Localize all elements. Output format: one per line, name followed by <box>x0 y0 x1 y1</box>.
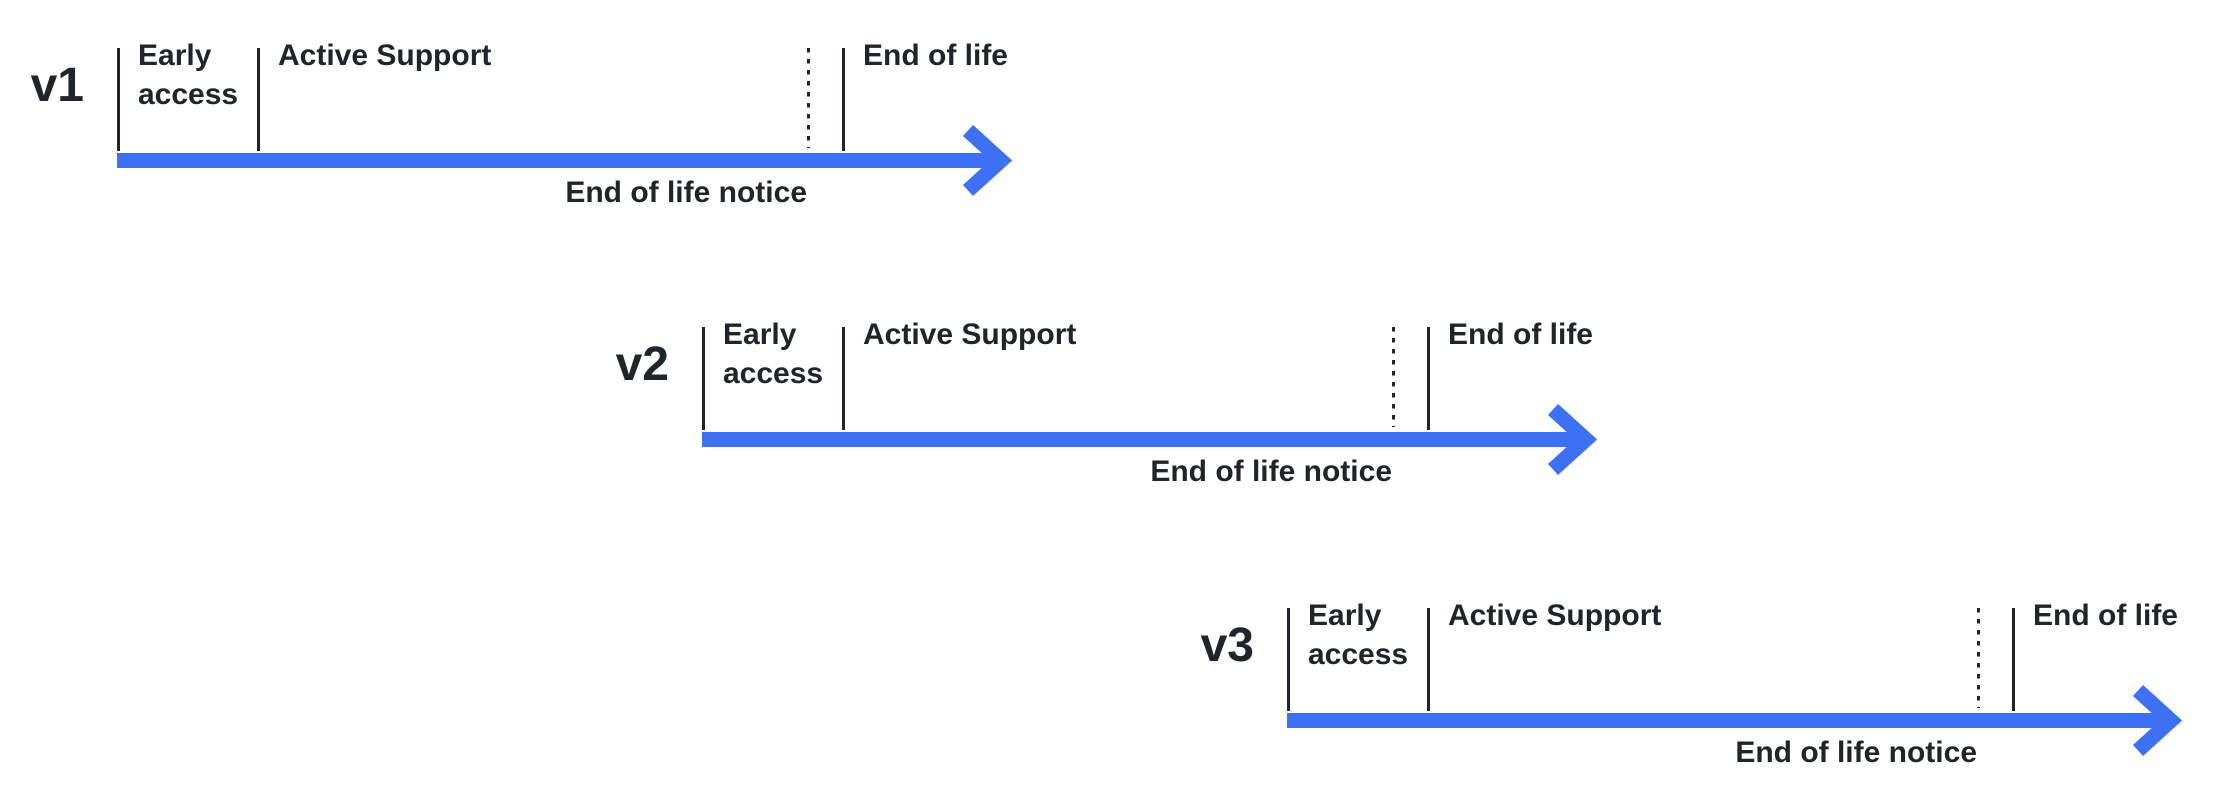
timeline-arrow-icon <box>117 48 1013 197</box>
active-support-label: Active Support <box>863 318 1077 351</box>
active-support-label: Active Support <box>278 39 492 72</box>
early-access-label: Early access <box>1308 599 1409 671</box>
arrow-head <box>962 124 1013 197</box>
early-access-label: Early access <box>138 39 239 111</box>
version-label: v2 <box>615 338 669 391</box>
active-support-label: Active Support <box>1448 599 1662 632</box>
version-label: v3 <box>1200 619 1254 672</box>
arrow-head <box>1547 403 1598 476</box>
timeline-v2: v2 Early access Active Support End of li… <box>616 318 1712 527</box>
timeline-arrow-icon <box>702 327 1598 476</box>
end-of-life-label: End of life <box>1448 318 1593 351</box>
end-of-life-notice-label: End of life notice <box>1735 736 1977 769</box>
early-access-label: Early access <box>723 318 824 390</box>
timeline-arrow-icon <box>1287 608 2183 757</box>
timeline-v3: v3 Early access Active Support End of li… <box>1201 599 2228 808</box>
version-label: v1 <box>30 59 84 112</box>
timeline-v1: v1 Early access Active Support End of li… <box>31 39 1127 248</box>
end-of-life-label: End of life <box>2033 599 2178 632</box>
arrow-head <box>2132 684 2183 757</box>
end-of-life-label: End of life <box>863 39 1008 72</box>
end-of-life-notice-label: End of life notice <box>565 176 807 209</box>
end-of-life-notice-label: End of life notice <box>1150 455 1392 488</box>
